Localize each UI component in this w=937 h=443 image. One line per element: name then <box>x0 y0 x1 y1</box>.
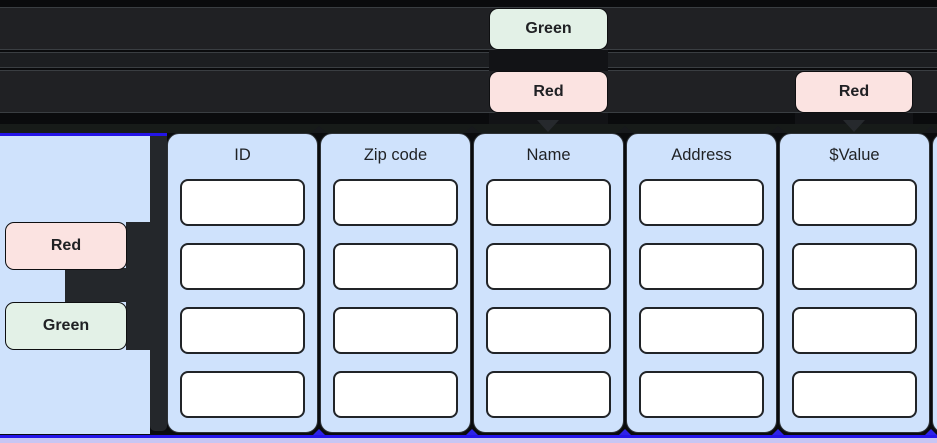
column-cells <box>474 176 623 418</box>
connector-stem <box>489 50 608 71</box>
table-column-address: Address <box>626 133 777 433</box>
column-cells <box>780 176 929 418</box>
table-cell[interactable] <box>486 243 611 290</box>
column-header: Name <box>526 145 571 164</box>
panel-gap-band <box>150 136 167 431</box>
table-cell[interactable] <box>333 243 458 290</box>
table-cell[interactable] <box>486 179 611 226</box>
dark-row-band-2 <box>0 52 937 68</box>
table-cell[interactable] <box>486 371 611 418</box>
table-cell[interactable] <box>180 179 305 226</box>
table-cell[interactable] <box>333 371 458 418</box>
dark-row-band-3 <box>0 70 937 113</box>
connector-endpoint-icon <box>772 429 784 435</box>
connector-endpoint-icon <box>313 429 325 435</box>
red-row-badge[interactable]: Red <box>5 222 127 270</box>
table-cell[interactable] <box>486 307 611 354</box>
table-columns: ID Zip code Name <box>167 133 937 433</box>
column-header: $Value <box>829 145 880 164</box>
table-column-partial <box>932 133 937 433</box>
table-cell[interactable] <box>180 371 305 418</box>
table-cell[interactable] <box>792 307 917 354</box>
lavender-strip <box>0 438 937 443</box>
column-header: Zip code <box>363 145 428 164</box>
connector-endpoint-icon <box>925 429 937 435</box>
table-cell[interactable] <box>333 307 458 354</box>
green-row-badge[interactable]: Green <box>5 302 127 350</box>
badge-label: Green <box>525 20 572 37</box>
green-status-badge[interactable]: Green <box>489 8 608 50</box>
red-status-badge-name[interactable]: Red <box>489 71 608 113</box>
column-header: ID <box>234 145 251 164</box>
connector-stem <box>489 113 608 124</box>
arrowhead-up-icon <box>617 126 633 133</box>
table-cell[interactable] <box>639 179 764 226</box>
red-status-badge-value[interactable]: Red <box>795 71 913 113</box>
badge-label: Red <box>50 237 82 254</box>
table-column-name: Name <box>473 133 624 433</box>
column-cells <box>168 176 317 418</box>
table-cell[interactable] <box>792 371 917 418</box>
arrowhead-up-icon <box>770 126 786 133</box>
table-cell[interactable] <box>792 243 917 290</box>
connector-cutout <box>65 268 150 302</box>
selection-line-top <box>0 133 167 136</box>
connector-stem <box>795 113 913 124</box>
badge-label: Red <box>838 83 870 100</box>
arrowhead-up-icon <box>923 126 937 133</box>
table-column-zip-code: Zip code <box>320 133 471 433</box>
column-cells <box>627 176 776 418</box>
arrowhead-down-icon <box>537 120 559 132</box>
column-cells <box>321 176 470 418</box>
connector-endpoint-icon <box>619 429 631 435</box>
arrowhead-down-icon <box>843 120 865 132</box>
column-header: Address <box>671 145 732 164</box>
table-cell[interactable] <box>639 371 764 418</box>
selection-line-bottom <box>0 435 937 438</box>
dark-row-band-1 <box>0 7 937 50</box>
arrowhead-up-icon <box>464 126 480 133</box>
table-cell[interactable] <box>180 307 305 354</box>
arrowhead-up-icon <box>311 126 327 133</box>
table-cell[interactable] <box>792 179 917 226</box>
table-column-id: ID <box>167 133 318 433</box>
table-cell[interactable] <box>639 307 764 354</box>
table-column-value: $Value <box>779 133 930 433</box>
connector-endpoint-icon <box>466 429 478 435</box>
badge-label: Red <box>533 83 564 100</box>
badge-label: Green <box>42 317 90 334</box>
table-cell[interactable] <box>333 179 458 226</box>
table-cell[interactable] <box>639 243 764 290</box>
table-cell[interactable] <box>180 243 305 290</box>
